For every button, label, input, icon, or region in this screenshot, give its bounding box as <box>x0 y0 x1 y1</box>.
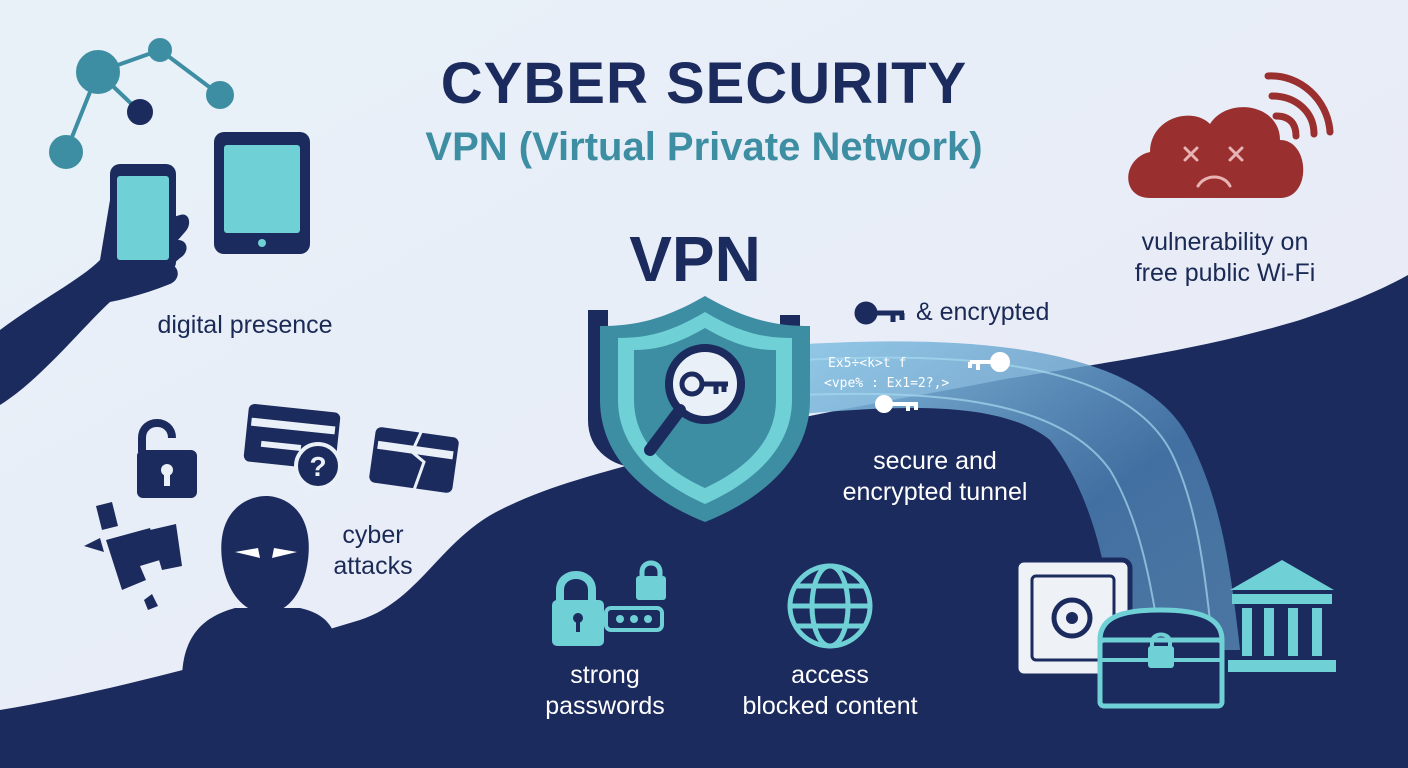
key-icon <box>968 352 1010 372</box>
cyber-attacks-line-2: attacks <box>333 552 413 580</box>
key-icon <box>875 395 918 413</box>
network-nodes-icon <box>49 38 234 169</box>
broken-padlock-icon <box>84 502 182 610</box>
tablet-icon <box>214 132 310 254</box>
hacker-icon <box>182 496 342 680</box>
broken-card-icon <box>369 427 459 493</box>
cipher-text-line-2: <vpe% : Ex1=2?,> <box>824 376 950 391</box>
page-subtitle: VPN (Virtual Private Network) <box>425 125 983 169</box>
tunnel-label: secure and encrypted tunnel <box>820 446 1050 508</box>
digital-presence-label: digital presence <box>157 311 333 339</box>
tunnel-streaks <box>799 356 1213 641</box>
vpn-heading: VPN <box>629 223 761 295</box>
access-blocked-line-1: access <box>791 661 869 689</box>
treasure-chest-icon <box>1097 607 1225 709</box>
tunnel-line-1: secure and <box>873 447 997 475</box>
bank-icon <box>1228 560 1336 672</box>
padlock-password-icon <box>552 560 666 646</box>
strong-passwords-label: strong passwords <box>520 660 690 722</box>
cyber-attacks-line-1: cyber <box>342 521 404 549</box>
encrypted-label: & encrypted <box>916 298 1050 326</box>
access-blocked-line-2: blocked content <box>742 692 918 720</box>
svg-text:?: ? <box>309 451 326 482</box>
smartphone-icon <box>110 164 176 272</box>
page-title: CYBER SECURITY <box>440 51 968 116</box>
vulnerability-line-2: free public Wi-Fi <box>1134 259 1316 287</box>
broken-cloud-icon <box>1128 107 1304 198</box>
vulnerability-line-1: vulnerability on <box>1141 228 1309 256</box>
key-icon <box>854 301 905 325</box>
cipher-text-line-1: Ex5÷<k>t f <box>828 356 907 371</box>
strong-passwords-line-2: passwords <box>545 692 665 720</box>
tunnel-line-2: encrypted tunnel <box>842 478 1028 506</box>
access-blocked-label: access blocked content <box>730 660 930 722</box>
globe-icon <box>787 563 873 649</box>
vulnerability-label: vulnerability on free public Wi-Fi <box>1110 227 1340 289</box>
credit-card-question-icon: ? <box>243 403 342 490</box>
shield-key-icon <box>600 296 810 522</box>
strong-passwords-line-1: strong <box>570 661 640 689</box>
cyber-attacks-label: cyber attacks <box>318 520 428 582</box>
unlocked-padlock-icon <box>137 419 197 498</box>
wifi-signal-icon <box>1264 72 1334 140</box>
